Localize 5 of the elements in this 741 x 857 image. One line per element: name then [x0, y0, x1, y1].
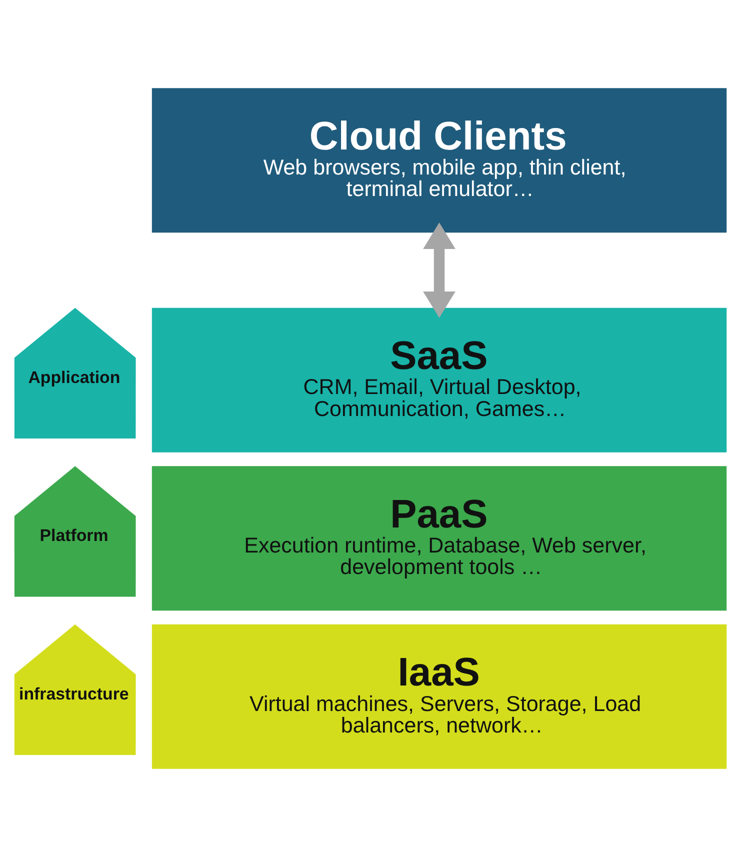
node-box: Cloud Clients Web browsers, mobile app, thin client, terminal emulator…	[152, 88, 727, 233]
arrow	[423, 222, 456, 318]
node-box: PaaS Execution runtime, Database, Web server, development tools …	[152, 466, 727, 611]
node-box: IaaS Virtual machines, Servers, Storage, Load balancers, network…	[152, 624, 727, 769]
node-box: SaaS CRM, Email, Virtual Desktop, Communication, Games…	[152, 308, 727, 452]
